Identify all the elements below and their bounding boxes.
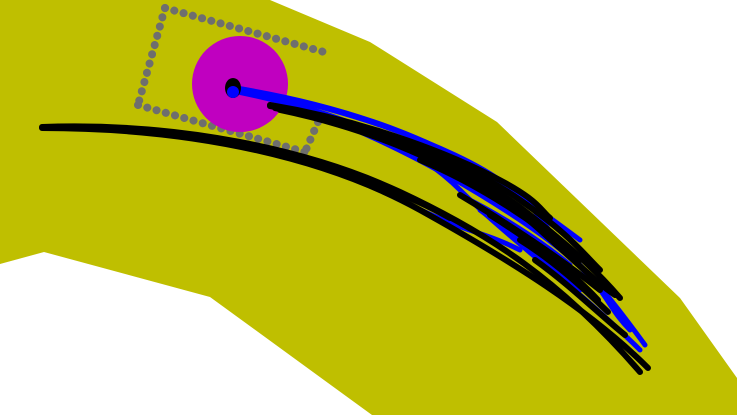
ground-truth-trajectories <box>39 102 651 375</box>
agent-dot <box>227 86 239 98</box>
dotted-boundary-box <box>134 4 328 156</box>
agent-marker <box>225 78 241 98</box>
